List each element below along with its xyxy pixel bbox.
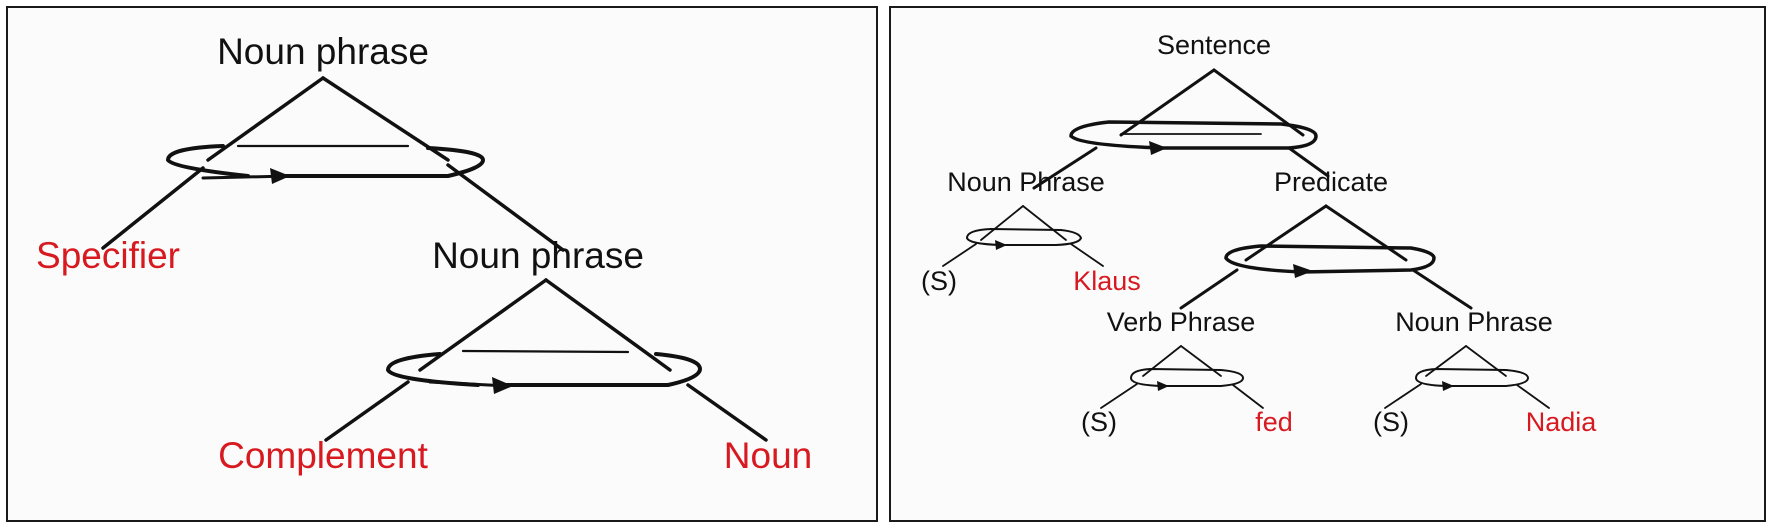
branch-line <box>1324 204 1408 262</box>
branch-line <box>446 163 565 252</box>
branch-line <box>1411 268 1473 310</box>
branch-line <box>686 383 768 442</box>
branch-line <box>1119 68 1216 137</box>
right-diagram-panel: Sentence Noun Phrase (S) Klaus Predicate… <box>889 6 1766 522</box>
branch-line <box>1384 383 1422 409</box>
branch-line <box>418 278 548 372</box>
branch-line <box>1179 268 1239 310</box>
branch-line <box>1465 345 1507 377</box>
arrowhead <box>1293 264 1313 278</box>
arrowhead <box>1157 381 1169 391</box>
verb-phrase-label: Verb Phrase <box>1107 307 1256 337</box>
branch-line <box>544 278 672 372</box>
subject-s-label: (S) <box>921 266 957 296</box>
branch-line <box>980 205 1024 241</box>
rotation-ellipse <box>966 227 1083 246</box>
rotation-ellipse <box>165 144 486 180</box>
branch-line <box>1516 384 1550 409</box>
branch-line <box>1032 146 1098 190</box>
branch-line <box>1287 146 1330 178</box>
rotation-ellipse <box>1130 367 1245 387</box>
left-diagram-panel: Noun phrase Specifier Noun phrase Comple… <box>6 6 878 522</box>
predicate-label: Predicate <box>1274 167 1388 197</box>
right-tree-diagram: Sentence Noun Phrase (S) Klaus Predicate… <box>921 30 1598 437</box>
complement-label: Complement <box>218 435 428 476</box>
object-s-label: (S) <box>1373 407 1409 437</box>
branch-line <box>1022 205 1067 241</box>
branch-line <box>206 76 325 162</box>
arrowhead <box>492 377 513 394</box>
branch-line <box>101 166 205 250</box>
branch-line <box>1180 345 1222 377</box>
branch-line <box>1070 243 1104 267</box>
branch-line <box>1425 345 1467 377</box>
object-noun-phrase-label: Noun Phrase <box>1395 307 1553 337</box>
rotation-ellipse <box>1415 367 1530 387</box>
inner-noun-phrase-label: Noun phrase <box>432 235 644 276</box>
rotation-ellipse <box>1069 120 1318 150</box>
noun-label: Noun <box>724 435 812 476</box>
subject-word-label: Klaus <box>1073 266 1141 296</box>
rotation-ellipse <box>385 349 703 388</box>
rotation-ellipse <box>1224 244 1436 274</box>
branch-line <box>1100 383 1138 409</box>
branch-line <box>1232 384 1264 409</box>
arrowhead <box>270 168 290 184</box>
branch-line <box>1244 204 1328 262</box>
arrowhead <box>1149 141 1167 155</box>
root-label: Noun phrase <box>217 31 429 72</box>
branch-line <box>1142 345 1182 377</box>
branch-line <box>942 243 977 267</box>
subject-noun-phrase-label: Noun Phrase <box>947 167 1105 197</box>
branch-line <box>324 380 410 442</box>
verb-word-label: fed <box>1255 407 1293 437</box>
arrowhead <box>995 240 1007 250</box>
left-tree-diagram: Noun phrase Specifier Noun phrase Comple… <box>36 31 812 476</box>
object-word-label: Nadia <box>1526 407 1598 437</box>
sentence-label: Sentence <box>1157 30 1271 60</box>
arrowhead <box>1442 381 1454 391</box>
verb-s-label: (S) <box>1081 407 1117 437</box>
specifier-label: Specifier <box>36 235 180 276</box>
